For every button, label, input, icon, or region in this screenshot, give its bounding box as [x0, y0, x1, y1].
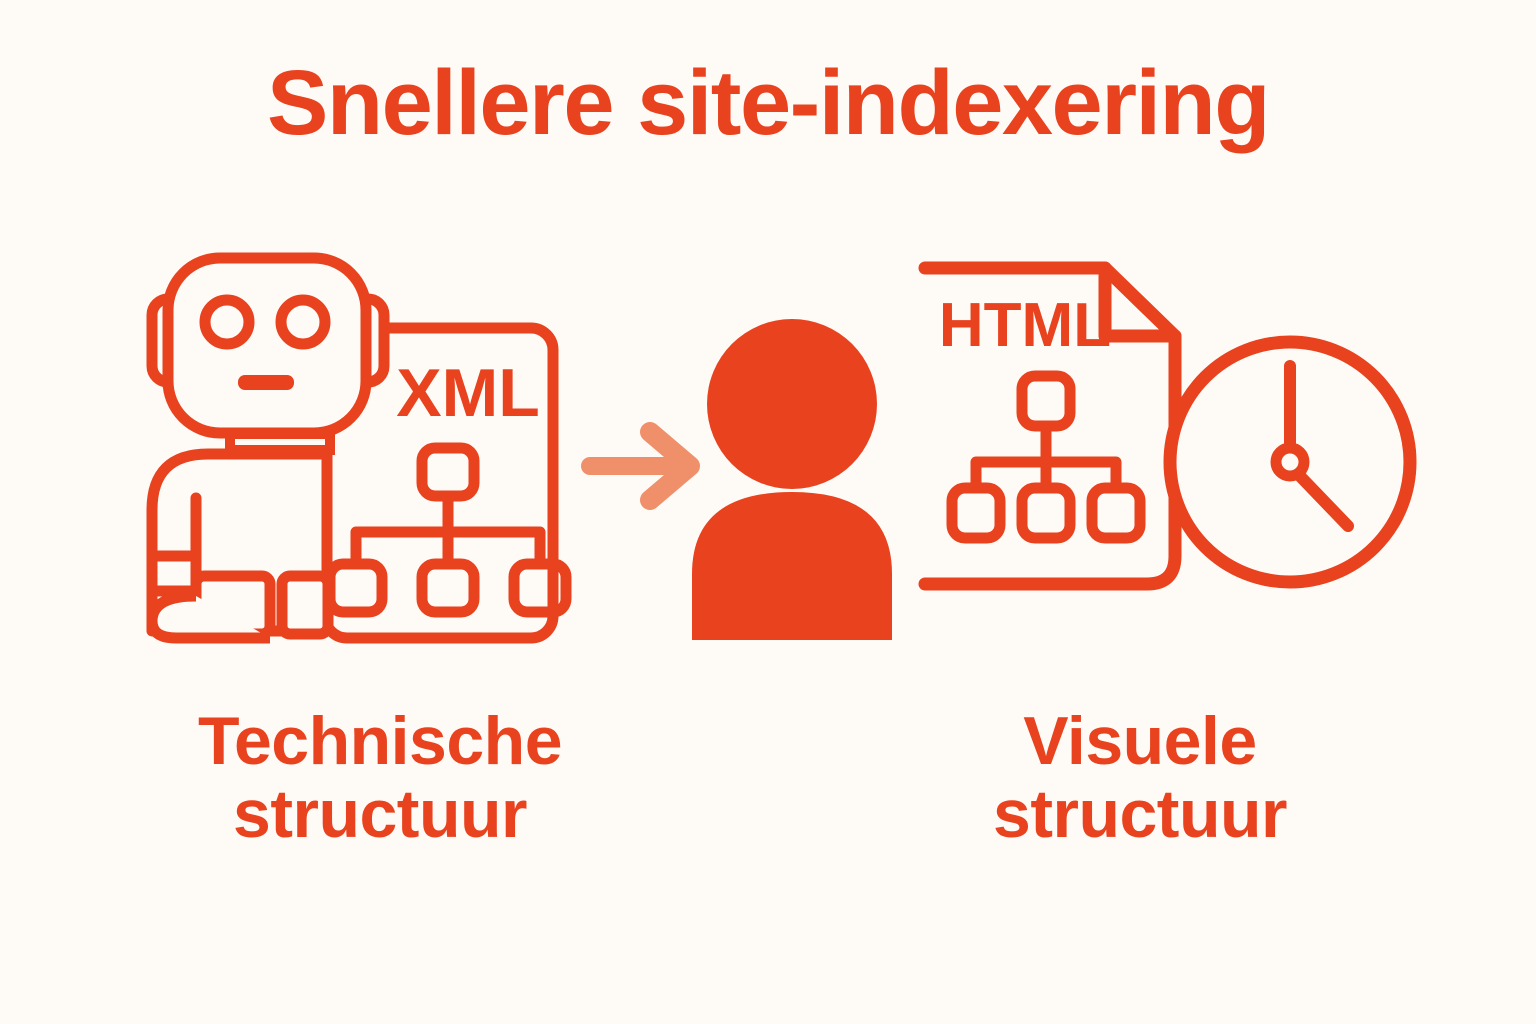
- left-group-graphic: XML: [146, 252, 572, 644]
- html-sitemap-tree: [946, 370, 1146, 544]
- robot-mouth: [238, 375, 294, 390]
- html-document-icon: HTML: [918, 261, 1182, 591]
- sitemap-child-node: [416, 558, 480, 618]
- robot-foot-left: [146, 590, 270, 644]
- caption-technische-structuur: Technische structuur: [70, 703, 690, 853]
- html-document-label: HTML: [939, 291, 1111, 360]
- person-icon: [692, 319, 892, 640]
- arrow-head: [640, 422, 700, 510]
- caption-visuele-structuur: Visuele structuur: [830, 703, 1450, 853]
- clock-center-pin: [1270, 442, 1310, 482]
- sitemap-child-node: [1086, 482, 1146, 544]
- sitemap-child-node: [1016, 482, 1076, 544]
- robot-leg-right: [276, 570, 334, 640]
- right-group-graphic: HTML: [692, 261, 1417, 640]
- xml-document-icon: XML: [319, 322, 572, 644]
- caption-line: Technische: [197, 703, 563, 779]
- sitemap-child-node: [946, 482, 1006, 544]
- caption-line: Visuele: [1023, 703, 1257, 779]
- xml-document-label: XML: [396, 355, 540, 431]
- person-head: [707, 319, 877, 489]
- html-document-fold-icon: [1098, 261, 1182, 343]
- clock-minute-hand: [1292, 468, 1354, 532]
- caption-line: structuur: [993, 776, 1287, 853]
- sitemap-connectors: [350, 490, 546, 570]
- right-arrow-icon: [581, 422, 700, 510]
- robot-eye-left: [199, 294, 255, 350]
- flow-arrow-graphic: [581, 422, 700, 510]
- page-title: Snellere site-indexering: [267, 52, 1270, 154]
- caption-line: structuur: [233, 776, 527, 853]
- icon-band: XML: [0, 236, 1536, 666]
- sitemap-child-node: [508, 558, 572, 618]
- person-body: [692, 492, 892, 640]
- robot-eye-right: [275, 294, 331, 350]
- robot-icon: [146, 252, 390, 644]
- clock-icon: [1163, 335, 1417, 589]
- sitemap-connectors: [970, 420, 1122, 494]
- xml-sitemap-tree: [324, 442, 572, 618]
